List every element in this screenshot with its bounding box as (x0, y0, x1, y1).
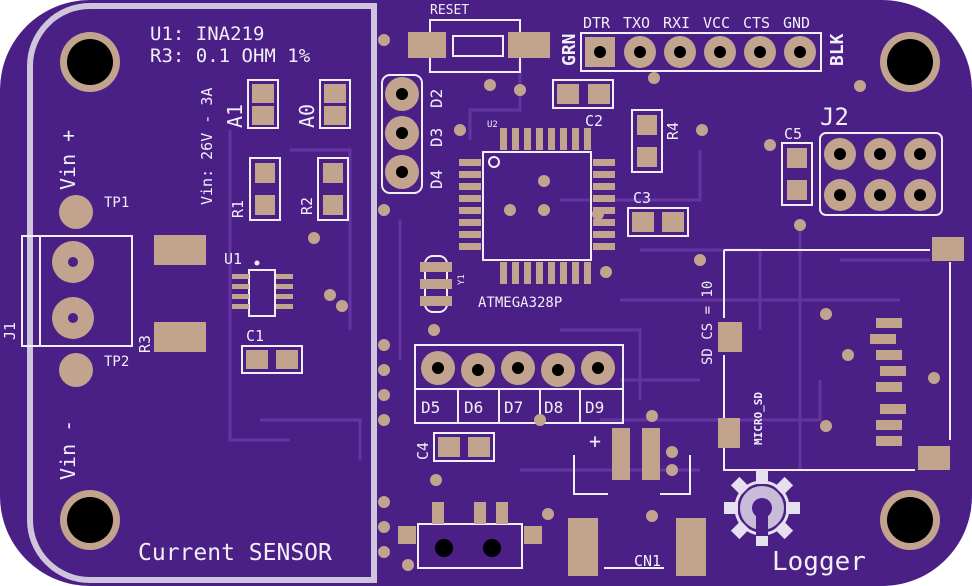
header-pin-dtr: DTR (583, 14, 611, 32)
copper-traces (228, 60, 930, 472)
sensor-panel-outline (27, 3, 377, 583)
u1-label: U1 (224, 250, 242, 268)
power-switch[interactable] (398, 502, 542, 569)
ftdi-header (580, 32, 822, 72)
resistor-r4 (631, 109, 663, 173)
header-pin-rxi: RXI (663, 14, 690, 32)
jumper-a0 (319, 79, 351, 129)
shunt-resistor-label: R3: 0.1 OHM 1% (150, 45, 311, 67)
vias (308, 34, 940, 571)
c4-label: C4 (414, 442, 432, 460)
header-pin-gnd: GND (783, 14, 810, 32)
c3-label: C3 (633, 189, 651, 207)
digital-pin-d8: D8 (544, 398, 563, 417)
vin-plus-label: Vin + (56, 130, 80, 190)
r3-label: R3 (136, 335, 154, 353)
micro-sd-label: MICRO_SD (752, 392, 765, 445)
sd-cs-label: SD CS = 10 (700, 281, 716, 365)
reset-button[interactable] (408, 19, 550, 73)
capacitor-c5 (781, 142, 813, 206)
c2-label: C2 (585, 112, 603, 130)
j1-label: J1 (1, 322, 19, 340)
digital-pin-d5: D5 (421, 398, 440, 417)
blk-label: BLK (827, 33, 848, 66)
icsp-header-j2 (819, 132, 943, 216)
c1-label: C1 (246, 327, 264, 345)
j2-label: J2 (820, 103, 849, 131)
header-pin-txo: TXO (623, 14, 650, 32)
resistor-r1 (249, 157, 281, 221)
terminal-block-j1 (21, 235, 133, 347)
capacitor-c1 (241, 345, 303, 374)
shunt-pad-bottom (154, 322, 206, 352)
ina219-chip (232, 260, 293, 317)
a1-label: A1 (223, 104, 247, 128)
plus-label: + (589, 429, 601, 453)
tp1-label: TP1 (104, 195, 129, 211)
atmega328p-label: ATMEGA328P (478, 295, 562, 311)
vin-range-label: Vin: 26V - 3A (198, 88, 216, 205)
test-point-tp1 (59, 195, 93, 229)
capacitor-c3 (627, 207, 689, 237)
current-sensor-label: Current SENSOR (138, 540, 332, 566)
digital-pin-d9: D9 (585, 398, 604, 417)
a0-label: A0 (295, 104, 319, 128)
d3-label: D3 (427, 128, 446, 147)
r4-label: R4 (664, 122, 682, 140)
r2-label: R2 (298, 197, 316, 215)
shunt-pad-top (154, 235, 206, 265)
battery-connector-cn1 (568, 428, 706, 576)
capacitor-c4 (433, 432, 495, 462)
resistor-r2 (317, 157, 349, 221)
d5-d9-header (414, 344, 624, 424)
tp2-label: TP2 (104, 354, 129, 370)
digital-pin-d6: D6 (464, 398, 483, 417)
crystal-y1 (420, 255, 452, 313)
mounting-holes (60, 32, 940, 550)
open-hardware-logo (724, 470, 800, 546)
u2-label: U2 (487, 120, 498, 130)
d4-label: D4 (427, 170, 446, 189)
header-pin-vcc: VCC (703, 14, 730, 32)
capacitor-c2 (552, 79, 614, 109)
reset-label: RESET (430, 3, 469, 18)
jumper-a1 (247, 79, 279, 129)
grn-label: GRN (559, 33, 580, 66)
d2-label: D2 (427, 89, 446, 108)
d2-d4-header (381, 74, 423, 194)
vin-minus-label: Vin - (56, 420, 80, 480)
c5-label: C5 (784, 125, 802, 143)
digital-pin-d7: D7 (504, 398, 523, 417)
logger-label: Logger (772, 547, 866, 577)
micro-sd-slot (718, 237, 964, 471)
r1-label: R1 (229, 200, 247, 218)
test-point-tp2 (59, 353, 93, 387)
cn1-label: CN1 (634, 552, 661, 570)
header-pin-cts: CTS (743, 14, 770, 32)
y1-label: Y1 (457, 274, 467, 285)
atmega328p-chip (459, 128, 615, 284)
ina219-label: U1: INA219 (150, 23, 264, 45)
